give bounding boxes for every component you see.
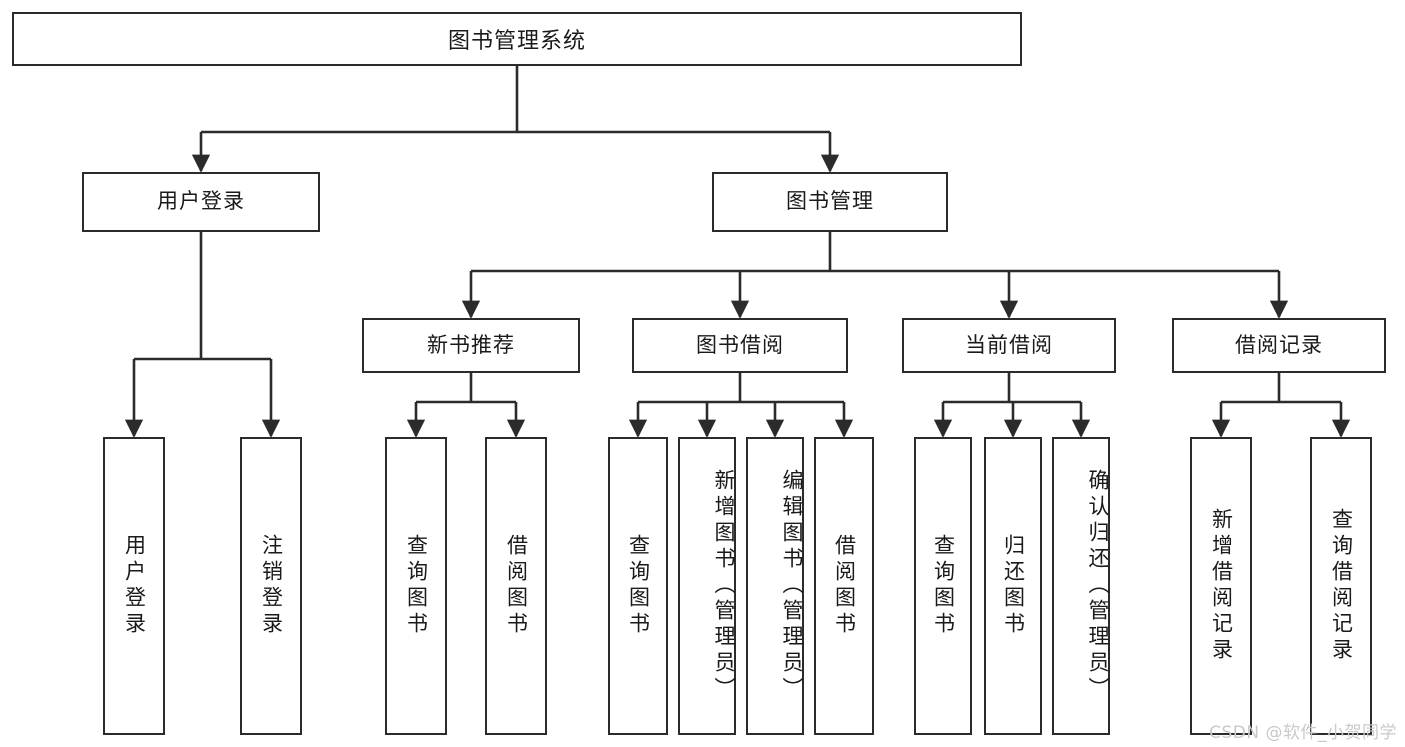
node-label: 查询图书 bbox=[626, 534, 651, 638]
node-label: 新增借阅记录 bbox=[1209, 508, 1234, 664]
node-leaf-edit-book[interactable]: 编辑图书（管理员） bbox=[746, 437, 804, 735]
node-leaf-user-login[interactable]: 用户登录 bbox=[103, 437, 165, 735]
node-borrow-record[interactable]: 借阅记录 bbox=[1172, 318, 1386, 373]
node-leaf-borrow-book-rec[interactable]: 借阅图书 bbox=[485, 437, 547, 735]
node-label: 借阅图书 bbox=[504, 534, 529, 638]
node-label: 用户登录 bbox=[157, 189, 245, 214]
node-leaf-query-book-rec[interactable]: 查询图书 bbox=[385, 437, 447, 735]
node-root[interactable]: 图书管理系统 bbox=[12, 12, 1022, 66]
node-leaf-add-book[interactable]: 新增图书（管理员） bbox=[678, 437, 736, 735]
node-label: 归还图书 bbox=[1001, 534, 1026, 638]
node-label: 当前借阅 bbox=[965, 332, 1053, 357]
node-leaf-return-book[interactable]: 归还图书 bbox=[984, 437, 1042, 735]
node-label: 查询借阅记录 bbox=[1329, 508, 1354, 664]
node-label: 借阅记录 bbox=[1235, 332, 1323, 357]
node-leaf-logout[interactable]: 注销登录 bbox=[240, 437, 302, 735]
node-book-borrow[interactable]: 图书借阅 bbox=[632, 318, 848, 373]
watermark-text: CSDN @软件_小贺同学 bbox=[1209, 723, 1397, 743]
node-label: 图书管理 bbox=[786, 189, 874, 214]
node-leaf-add-record[interactable]: 新增借阅记录 bbox=[1190, 437, 1252, 735]
node-label: 新书推荐 bbox=[427, 332, 515, 357]
node-label: 查询图书 bbox=[931, 534, 956, 638]
node-leaf-confirm-return[interactable]: 确认归还（管理员） bbox=[1052, 437, 1110, 735]
node-label: 借阅图书 bbox=[832, 534, 857, 638]
node-user-login[interactable]: 用户登录 bbox=[82, 172, 320, 232]
node-current-borrow[interactable]: 当前借阅 bbox=[902, 318, 1116, 373]
node-leaf-query-book[interactable]: 查询图书 bbox=[608, 437, 668, 735]
node-leaf-borrow-book[interactable]: 借阅图书 bbox=[814, 437, 874, 735]
node-leaf-query-book-cur[interactable]: 查询图书 bbox=[914, 437, 972, 735]
node-label: 用户登录 bbox=[122, 534, 147, 638]
node-label: 确认归还（管理员） bbox=[1086, 469, 1110, 703]
node-label: 图书管理系统 bbox=[447, 29, 586, 54]
node-label: 图书借阅 bbox=[696, 332, 784, 357]
node-new-book-rec[interactable]: 新书推荐 bbox=[362, 318, 580, 373]
node-label: 编辑图书（管理员） bbox=[780, 469, 804, 703]
node-label: 注销登录 bbox=[259, 534, 284, 638]
node-leaf-query-record[interactable]: 查询借阅记录 bbox=[1310, 437, 1372, 735]
node-label: 新增图书（管理员） bbox=[712, 469, 736, 703]
node-book-manage[interactable]: 图书管理 bbox=[712, 172, 948, 232]
node-label: 查询图书 bbox=[404, 534, 429, 638]
